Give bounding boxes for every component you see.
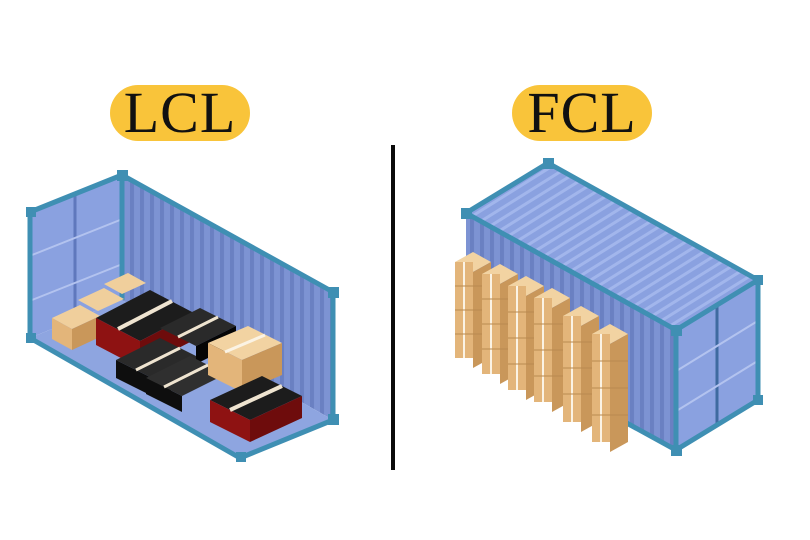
lcl-label: LCL bbox=[110, 80, 250, 145]
center-divider bbox=[391, 145, 395, 470]
fcl-label-text: FCL bbox=[527, 80, 637, 145]
fcl-label: FCL bbox=[512, 80, 652, 145]
lcl-label-text: LCL bbox=[123, 80, 237, 145]
